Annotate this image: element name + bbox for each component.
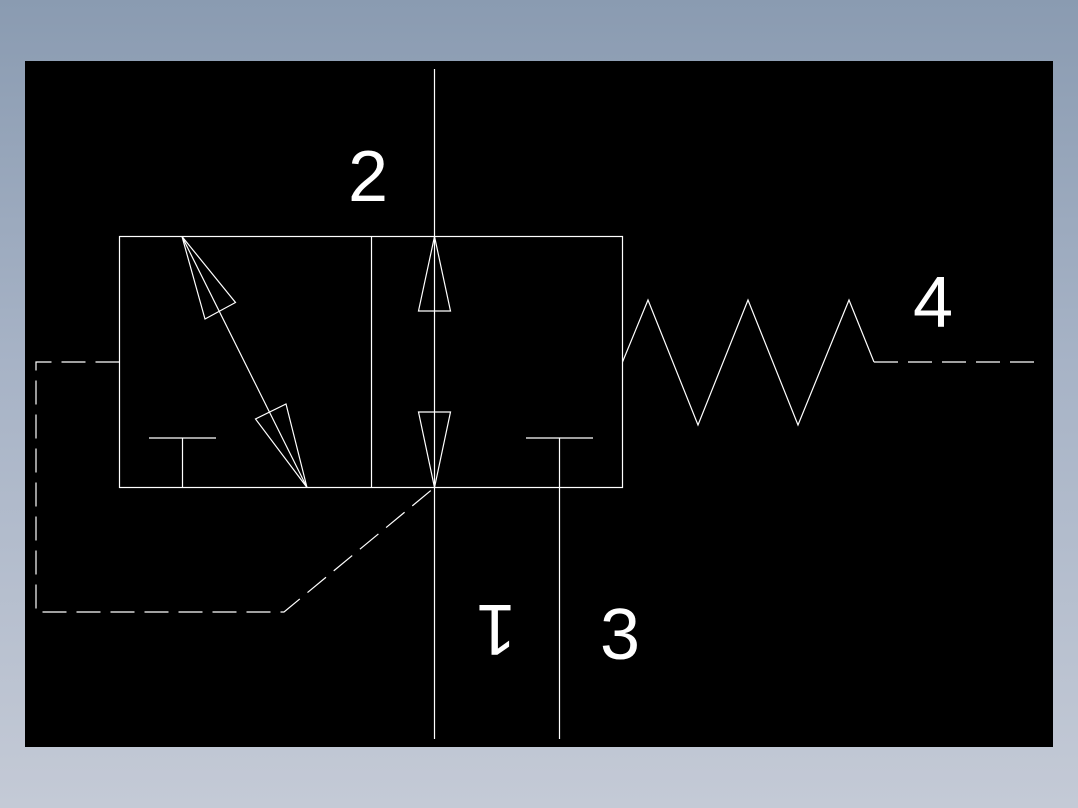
port-label-2: 2 bbox=[348, 137, 388, 217]
flow-arrowhead-up bbox=[181, 236, 237, 320]
vertical-arrowhead-down bbox=[417, 411, 452, 488]
spring-actuator bbox=[621, 298, 875, 427]
valve-symbol-diagram: 2 4 1 3 bbox=[35, 69, 1043, 739]
port-label-4: 4 bbox=[913, 263, 953, 343]
port-label-1: 1 bbox=[476, 589, 516, 669]
flow-arrowhead-down bbox=[254, 403, 308, 488]
port-label-3: 3 bbox=[600, 595, 640, 675]
vertical-arrowhead-up bbox=[417, 236, 452, 312]
drawing-canvas: 2 4 1 3 bbox=[25, 61, 1053, 747]
diagonal-flow-line bbox=[181, 236, 308, 488]
pilot-line-left bbox=[35, 361, 435, 613]
